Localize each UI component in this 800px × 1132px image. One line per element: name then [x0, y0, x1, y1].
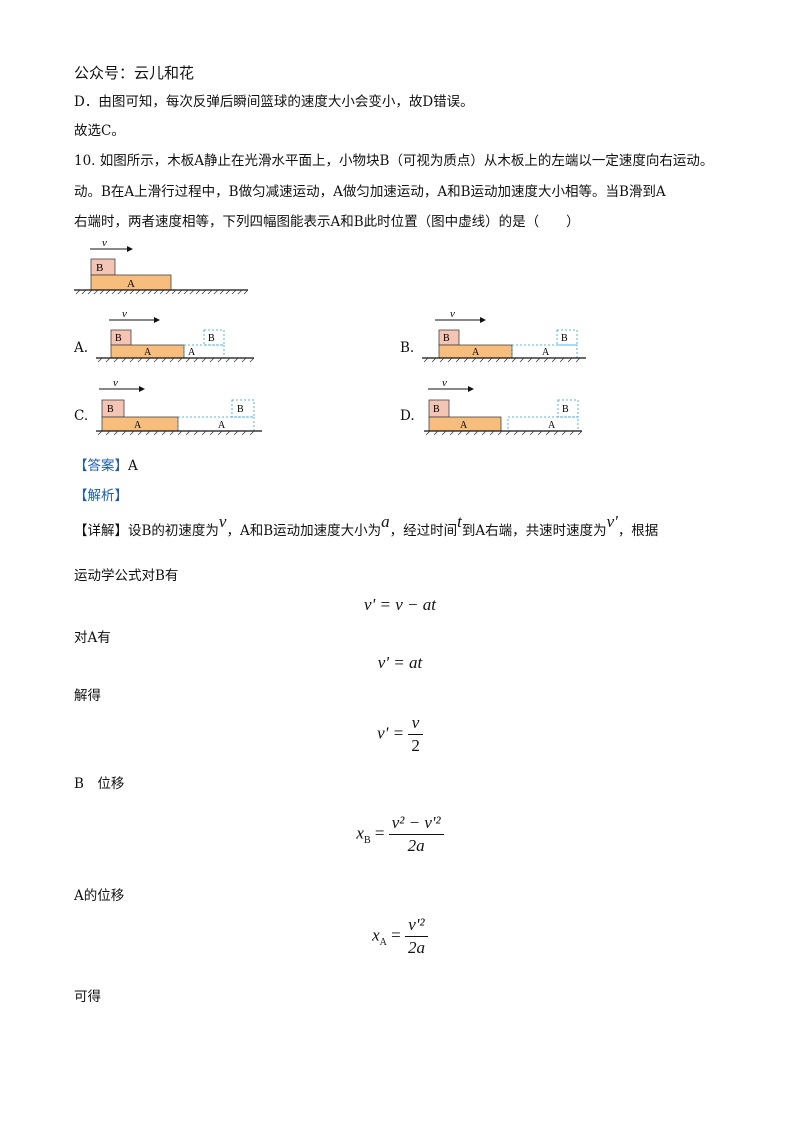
- option-d-figure: v B A A B: [424, 377, 583, 436]
- board-a-label: A: [134, 420, 142, 431]
- board-a-final: [511, 344, 578, 359]
- velocity-label: v: [442, 377, 447, 389]
- block-b-label: B: [96, 262, 103, 274]
- block-b-label: B: [433, 404, 440, 415]
- block-b-final-label: B: [237, 404, 244, 415]
- board-a-final: [507, 416, 579, 432]
- choice-line: 故选C。: [74, 123, 125, 139]
- velocity-label: v: [122, 308, 127, 320]
- var-v: v: [218, 512, 227, 531]
- watermark: 公众号：云儿和花: [74, 64, 195, 82]
- block-b-final-label: B: [562, 404, 569, 415]
- board-a-final: [177, 416, 255, 432]
- board-a-label: A: [127, 278, 135, 290]
- detail-line-2: 运动学公式对B有: [74, 568, 179, 584]
- question-figure: v B A: [74, 237, 249, 295]
- block-b-label: B: [115, 333, 122, 344]
- block-b-label: B: [443, 333, 450, 344]
- board-a-final-label: A: [548, 420, 556, 431]
- block-b-final: [557, 399, 579, 418]
- equation-1: v' = v − at: [364, 595, 436, 614]
- option-c-label: C.: [74, 408, 89, 424]
- option-d-label: D.: [400, 408, 415, 424]
- question-10-line-2: 动。B在A上滑行过程中，B做匀减速运动，A做匀加速运动，A和B运动加速度大小相等…: [74, 184, 666, 200]
- solve-line: 解得: [74, 688, 101, 704]
- b-displacement-line: B 位移: [74, 776, 125, 792]
- block-b-final: [203, 329, 225, 346]
- var-t: t: [457, 512, 462, 531]
- board-a-final-label: A: [218, 420, 226, 431]
- board-a-label: A: [144, 347, 152, 358]
- option-b-figure: v B A A B: [422, 308, 586, 363]
- answer-value: A: [128, 458, 138, 474]
- equation-2: v' = at: [377, 653, 423, 672]
- option-b-label: B.: [400, 340, 415, 356]
- question-10-line-1: 10. 如图所示，木板A静止在光滑水平面上，小物块B（可视为质点）从木板上的左端…: [74, 153, 714, 169]
- velocity-label: v: [450, 308, 455, 320]
- option-a-label: A.: [74, 340, 89, 356]
- analysis-tag: 【解析】: [74, 488, 128, 504]
- d-conclusion: D．由图可知，每次反弹后瞬间篮球的速度大小会变小，故D错误。: [74, 94, 474, 110]
- board-a-final-label: A: [542, 347, 550, 358]
- detail-line-1: 【详解】设B的初速度为v，A和B运动加速度大小为a，经过时间t到A右端，共速时速…: [74, 512, 659, 539]
- block-b-label: B: [107, 404, 114, 415]
- block-b-final-label: B: [208, 333, 215, 344]
- board-a-label: A: [460, 420, 468, 431]
- block-b-final: [556, 329, 578, 346]
- ground-hatch: [75, 289, 249, 295]
- answer-line: 【答案】A: [74, 456, 138, 476]
- block-b-final: [231, 399, 255, 418]
- board-a-final-label: A: [188, 347, 196, 358]
- question-10-line-3: 右端时，两者速度相等，下列四幅图能表示A和B此时位置（图中虚线）的是（ ）: [74, 214, 580, 230]
- board-a-label: A: [472, 347, 480, 358]
- detail-tag: 【详解】: [74, 523, 128, 539]
- block-b-final-label: B: [561, 333, 568, 344]
- velocity-label: v: [113, 377, 118, 389]
- keyi-line: 可得: [74, 989, 101, 1005]
- for-a-line: 对A有: [74, 630, 111, 646]
- a-displacement-line: A的位移: [74, 888, 125, 904]
- var-v-prime: v': [606, 512, 618, 531]
- var-a: a: [381, 512, 390, 531]
- velocity-label: v: [102, 237, 107, 249]
- option-a-figure: v B A A B: [96, 308, 255, 363]
- answer-tag: 【答案】: [74, 458, 128, 474]
- option-c-figure: v B A A B: [96, 377, 262, 436]
